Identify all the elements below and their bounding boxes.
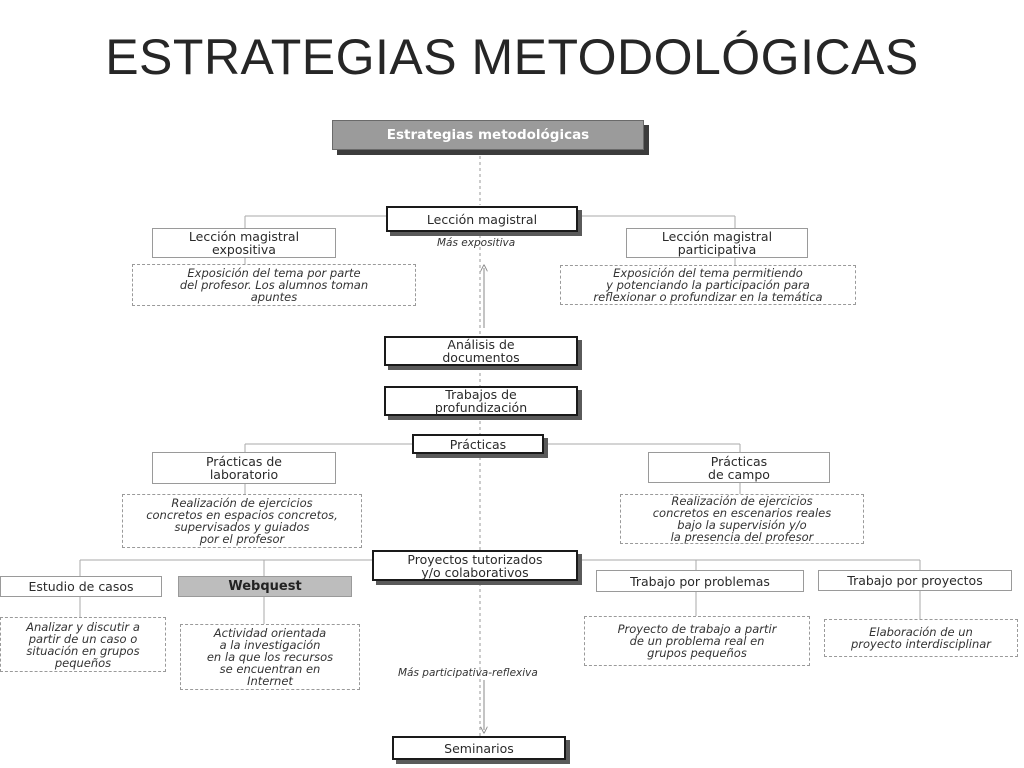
practicas-campo-box: Prácticas de campo [648,452,830,483]
trabajo-proyectos-box: Trabajo por proyectos [818,570,1012,591]
slide-title: ESTRATEGIAS METODOLÓGICAS [105,29,919,85]
estudio-casos-box: Estudio de casos [0,576,162,597]
proyectos-tutorizados-box: Proyectos tutorizados y/o colaborativos [372,550,578,581]
mas-participativa-label: Más participativa-reflexiva [398,667,538,679]
seminarios-box: Seminarios [392,736,566,760]
leccion-expositiva-note: Exposición del tema por parte del profes… [132,264,416,306]
mas-expositiva-label: Más expositiva [437,237,516,249]
analisis-documentos-box: Análisis de documentos [384,336,578,366]
leccion-participativa-box: Lección magistral participativa [626,228,808,258]
webquest-box: Webquest [178,576,352,597]
trabajo-problemas-box: Trabajo por problemas [596,570,804,592]
practicas-box: Prácticas [412,434,544,454]
trabajo-proyectos-note: Elaboración de un proyecto interdiscipli… [824,619,1018,657]
webquest-note: Actividad orientada a la investigación e… [180,624,360,690]
leccion-participativa-note: Exposición del tema permitiendo y potenc… [560,265,856,305]
header-estrategias-metodologicas: Estrategias metodológicas [332,120,644,150]
practicas-laboratorio-note: Realización de ejercicios concretos en e… [122,494,362,548]
estudio-casos-note: Analizar y discutir a partir de un caso … [0,617,166,672]
trabajos-profundizacion-box: Trabajos de profundización [384,386,578,416]
trabajo-problemas-note: Proyecto de trabajo a partir de un probl… [584,616,810,666]
practicas-laboratorio-box: Prácticas de laboratorio [152,452,336,484]
leccion-expositiva-box: Lección magistral expositiva [152,228,336,258]
practicas-campo-note: Realización de ejercicios concretos en e… [620,494,864,544]
leccion-magistral-box: Lección magistral [386,206,578,232]
